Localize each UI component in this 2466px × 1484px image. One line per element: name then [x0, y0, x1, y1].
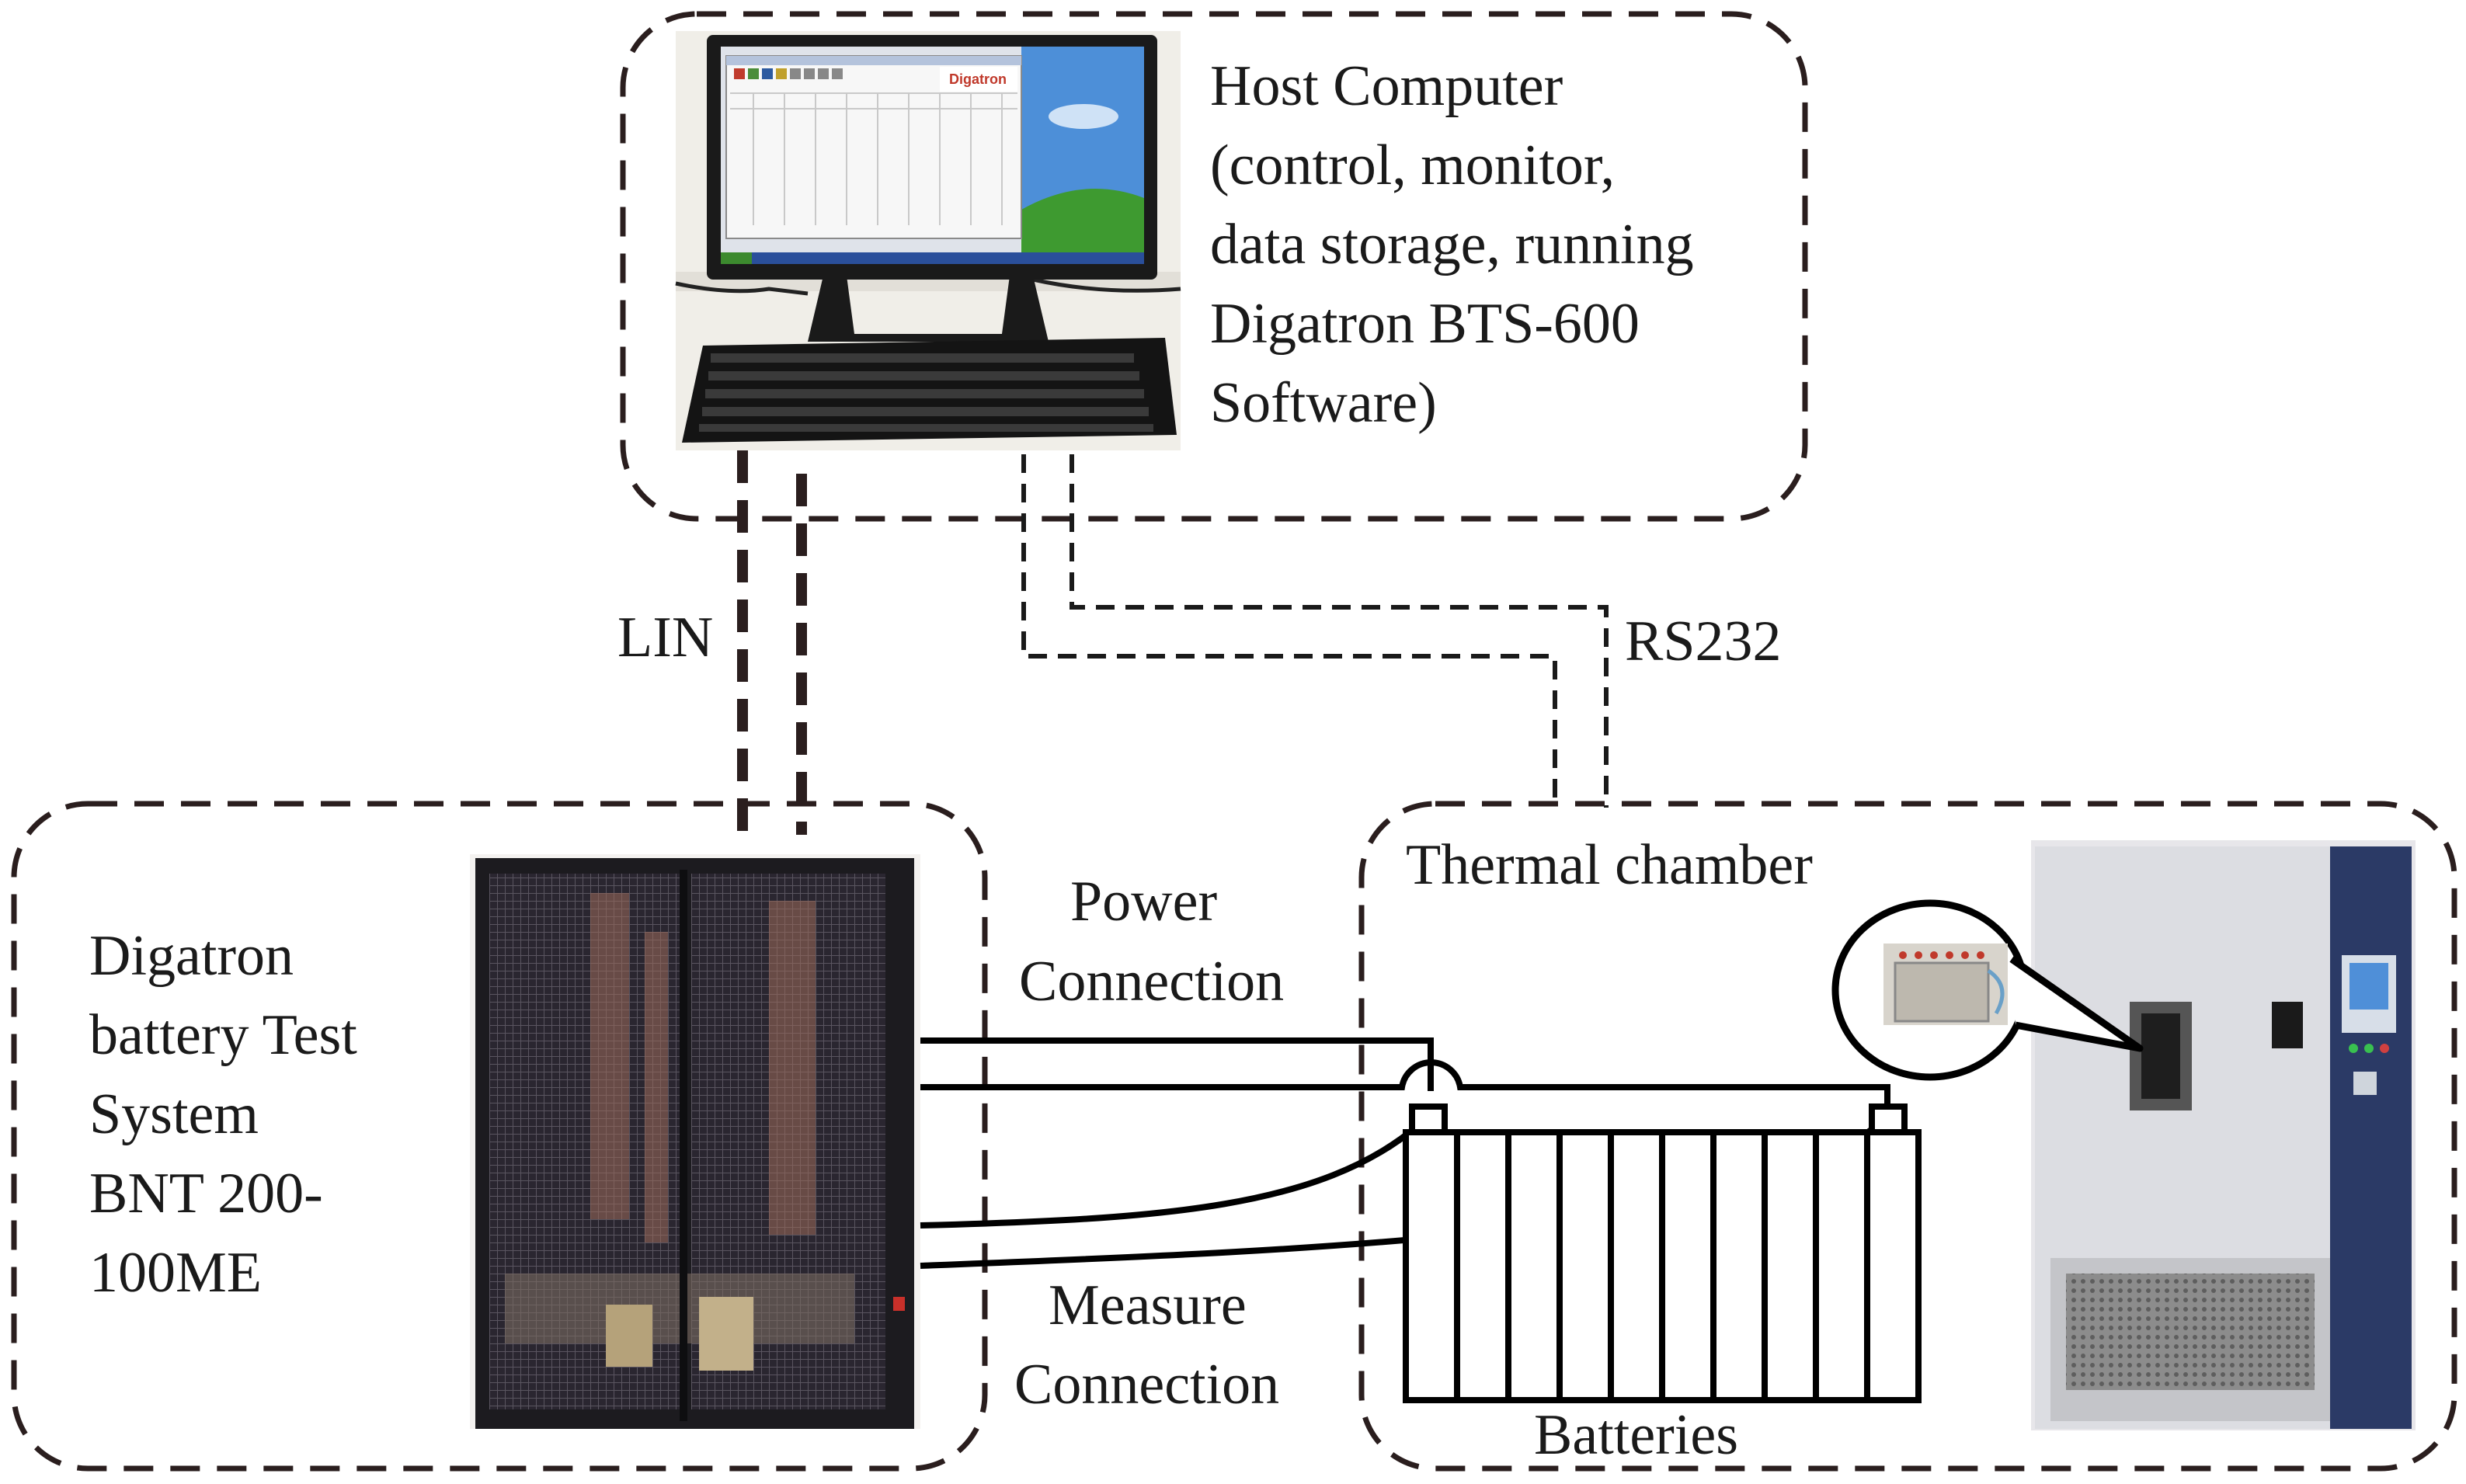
test-system-label: Digatron battery Test System BNT 200- 10… — [89, 924, 357, 1305]
host-line-4: Digatron BTS-600 — [1210, 292, 1640, 356]
app-grid — [730, 92, 1017, 225]
host-line-3: data storage, running — [1210, 213, 1694, 276]
digatron-screen-logo: Digatron — [949, 71, 1007, 87]
power-connection-label: Power Connection — [1019, 870, 1284, 1013]
host-computer-photo: Digatron — [675, 31, 1181, 450]
tester-line-4: BNT 200- — [89, 1162, 323, 1225]
measure-connection-label: Measure Connection — [1014, 1274, 1279, 1416]
tester-line-3: System — [89, 1083, 259, 1146]
tester-line-1: Digatron — [89, 924, 294, 988]
lin-label: LIN — [617, 606, 713, 669]
lin-connection — [737, 450, 807, 835]
measure-line-2: Connection — [1014, 1353, 1279, 1416]
batteries-label: Batteries — [1534, 1403, 1738, 1467]
power-connection-lines — [920, 1037, 1890, 1107]
battery-test-system-photo — [470, 854, 920, 1429]
battery-pack — [1403, 1103, 1922, 1403]
rs232-connection — [1021, 454, 1609, 808]
thermal-chamber-group — [1358, 801, 2457, 1472]
host-computer-group — [620, 11, 1808, 522]
power-line-2: Connection — [1019, 950, 1284, 1013]
power-line-1: Power — [1070, 870, 1217, 933]
host-line-1: Host Computer — [1210, 54, 1563, 118]
tester-line-2: battery Test — [89, 1003, 357, 1067]
rs232-label: RS232 — [1625, 610, 1782, 673]
host-computer-label: Host Computer (control, monitor, data st… — [1210, 54, 1694, 435]
toolbar-icons — [734, 68, 843, 79]
test-system-group — [11, 801, 988, 1472]
tester-line-5: 100ME — [89, 1241, 262, 1305]
battery-closeup-callout — [1831, 899, 2144, 1081]
host-line-5: Software) — [1210, 371, 1437, 435]
measure-line-1: Measure — [1049, 1274, 1247, 1337]
thermal-chamber-title: Thermal chamber — [1406, 833, 1813, 897]
thermal-chamber-photo — [2031, 840, 2416, 1430]
host-line-2: (control, monitor, — [1210, 134, 1615, 197]
